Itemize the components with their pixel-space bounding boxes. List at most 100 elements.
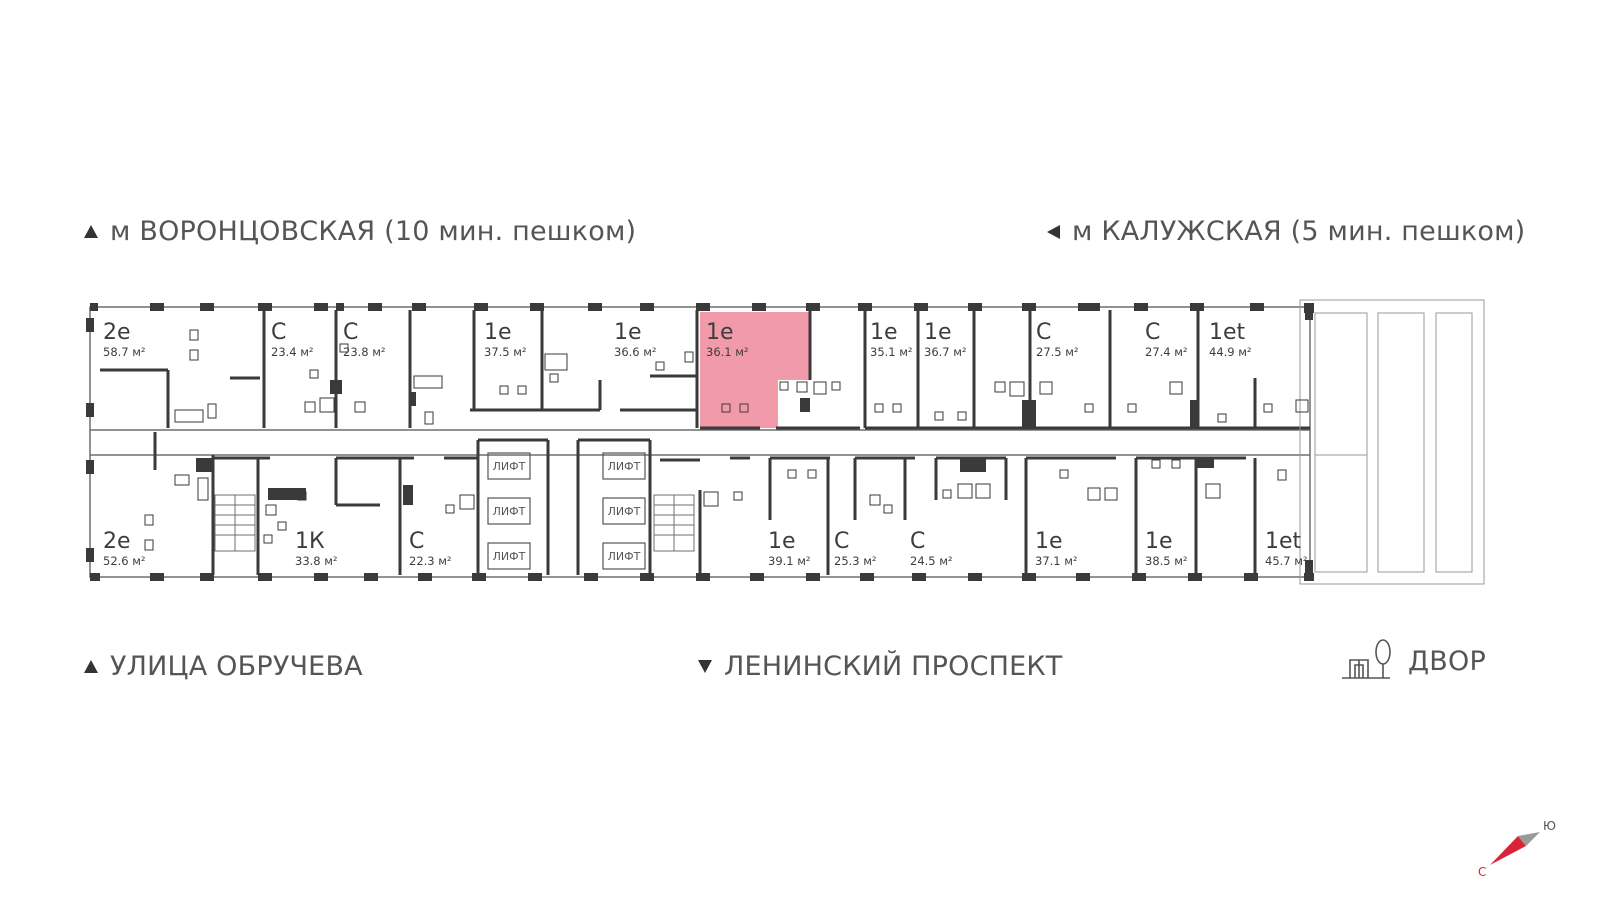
fixtures — [144, 329, 1309, 551]
apartment-top-1[interactable]: 2е 58.7 м² — [103, 320, 146, 359]
lift-label: ЛИФТ — [608, 460, 641, 473]
staircase-right — [653, 494, 695, 552]
apartment-area: 23.4 м² — [271, 345, 314, 359]
apartment-bottom-6[interactable]: С 24.5 м² — [910, 529, 953, 568]
compass: С Ю — [1478, 819, 1556, 879]
apartment-top-8[interactable]: 1е 36.7 м² — [924, 320, 967, 359]
landmark-voroncovskaya: м ВОРОНЦОВСКАЯ (10 мин. пешком) — [84, 216, 636, 247]
apartment-top-11[interactable]: 1еt 44.9 м² — [1209, 320, 1252, 359]
landmark-dvor: ДВОР — [1338, 638, 1486, 684]
landmark-label: УЛИЦА ОБРУЧЕВА — [110, 651, 363, 682]
landmark-kaluzhskaya: м КАЛУЖСКАЯ (5 мин. пешком) — [1047, 216, 1525, 247]
apartment-top-9[interactable]: С 27.5 м² — [1036, 320, 1079, 359]
courtyard-icon — [1342, 639, 1391, 679]
exterior-walls — [86, 303, 1314, 581]
apartment-top-2[interactable]: С 23.4 м² — [271, 320, 314, 359]
apartment-bottom-7[interactable]: 1е 37.1 м² — [1035, 529, 1078, 568]
landmark-obrucheva: УЛИЦА ОБРУЧЕВА — [84, 651, 363, 682]
apartment-area: 35.1 м² — [870, 345, 913, 359]
landmark-label: м КАЛУЖСКАЯ (5 мин. пешком) — [1072, 216, 1526, 247]
apartment-type: 1е — [768, 529, 796, 554]
apartment-labels-bottom: 2е 52.6 м² 1К 33.8 м² С 22.3 м² 1е 39.1 … — [103, 529, 1308, 568]
apartment-area: 45.7 м² — [1265, 554, 1308, 568]
apartment-area: 36.7 м² — [924, 345, 967, 359]
apartment-type: С — [910, 529, 925, 554]
landmark-label: ЛЕНИНСКИЙ ПРОСПЕКТ — [724, 651, 1063, 682]
lift-1 — [487, 452, 531, 480]
apartment-area: 39.1 м² — [768, 554, 811, 568]
lift-labels: ЛИФТ ЛИФТ ЛИФТ ЛИФТ ЛИФТ ЛИФТ — [493, 460, 641, 563]
landmark-leninsky: ЛЕНИНСКИЙ ПРОСПЕКТ — [698, 651, 1062, 682]
apartment-top-7[interactable]: 1е 35.1 м² — [870, 320, 913, 359]
apartment-type: 1е — [870, 320, 898, 345]
selected-apartment[interactable] — [700, 312, 810, 428]
compass-north-arrow — [1490, 836, 1526, 865]
apartment-area: 27.5 м² — [1036, 345, 1079, 359]
lift-label: ЛИФТ — [493, 505, 526, 518]
apartment-area: 44.9 м² — [1209, 345, 1252, 359]
apartment-type: С — [343, 320, 358, 345]
apartment-top-5[interactable]: 1е 36.6 м² — [614, 320, 657, 359]
triangle-left-icon — [1047, 224, 1060, 239]
dark-columns — [196, 310, 1313, 576]
staircase-left — [214, 494, 256, 552]
lift-label: ЛИФТ — [493, 460, 526, 473]
apartment-area: 25.3 м² — [834, 554, 877, 568]
apartment-bottom-1[interactable]: 2е 52.6 м² — [103, 529, 146, 568]
apartment-type: С — [834, 529, 849, 554]
apartment-type: 2е — [103, 529, 131, 554]
apartment-area: 37.1 м² — [1035, 554, 1078, 568]
compass-south-arrow — [1518, 832, 1540, 846]
apartment-bottom-8[interactable]: 1е 38.5 м² — [1145, 529, 1188, 568]
triangle-down-icon — [698, 660, 712, 673]
apartment-type: С — [1145, 320, 1160, 345]
apartment-top-4[interactable]: 1е 37.5 м² — [484, 320, 527, 359]
lift-3 — [487, 542, 531, 570]
apartment-area: 52.6 м² — [103, 554, 146, 568]
apartment-bottom-3[interactable]: С 22.3 м² — [409, 529, 452, 568]
compass-south-label: Ю — [1543, 819, 1556, 833]
apartment-type: 1е — [1035, 529, 1063, 554]
lift-label: ЛИФТ — [608, 505, 641, 518]
apartment-type: С — [271, 320, 286, 345]
apartment-area: 38.5 м² — [1145, 554, 1188, 568]
apartment-type: 1К — [295, 529, 325, 554]
apartment-type: 1е — [924, 320, 952, 345]
lift-6 — [602, 542, 646, 570]
apartment-type: 1е — [484, 320, 512, 345]
apartment-type: 2е — [103, 320, 131, 345]
apartment-top-6-selected[interactable]: 1е 36.1 м² — [706, 320, 749, 359]
apartment-type: С — [409, 529, 424, 554]
selected-apartment-fill[interactable] — [700, 312, 810, 428]
apartment-bottom-4[interactable]: 1е 39.1 м² — [768, 529, 811, 568]
apartment-area: 23.8 м² — [343, 345, 386, 359]
apartment-type: 1е — [706, 320, 734, 345]
apartment-type: 1е — [614, 320, 642, 345]
apartment-bottom-5[interactable]: С 25.3 м² — [834, 529, 877, 568]
lift-group — [487, 452, 646, 570]
balcony — [1299, 299, 1485, 585]
apartment-type: 1еt — [1209, 320, 1246, 345]
interior-walls-top — [100, 310, 1310, 430]
lift-label: ЛИФТ — [608, 550, 641, 563]
compass-north-label: С — [1478, 865, 1486, 879]
lift-label: ЛИФТ — [493, 550, 526, 563]
lift-4 — [602, 452, 646, 480]
landmark-label: м ВОРОНЦОВСКАЯ (10 мин. пешком) — [110, 216, 637, 247]
apartment-bottom-9[interactable]: 1еt 45.7 м² — [1265, 529, 1308, 568]
lift-5 — [602, 497, 646, 525]
apartment-type: 1еt — [1265, 529, 1302, 554]
apartment-area: 33.8 м² — [295, 554, 338, 568]
apartment-area: 37.5 м² — [484, 345, 527, 359]
apartment-top-3[interactable]: С 23.8 м² — [343, 320, 386, 359]
apartment-top-10[interactable]: С 27.4 м² — [1145, 320, 1188, 359]
apartment-area: 22.3 м² — [409, 554, 452, 568]
apartment-area: 24.5 м² — [910, 554, 953, 568]
apartment-type: 1е — [1145, 529, 1173, 554]
apartment-labels-top: 2е 58.7 м² С 23.4 м² С 23.8 м² 1е 37.5 м… — [103, 320, 1252, 359]
triangle-up-icon — [84, 660, 98, 673]
apartment-area: 27.4 м² — [1145, 345, 1188, 359]
apartment-bottom-2[interactable]: 1К 33.8 м² — [295, 529, 338, 568]
apartment-area: 36.1 м² — [706, 345, 749, 359]
